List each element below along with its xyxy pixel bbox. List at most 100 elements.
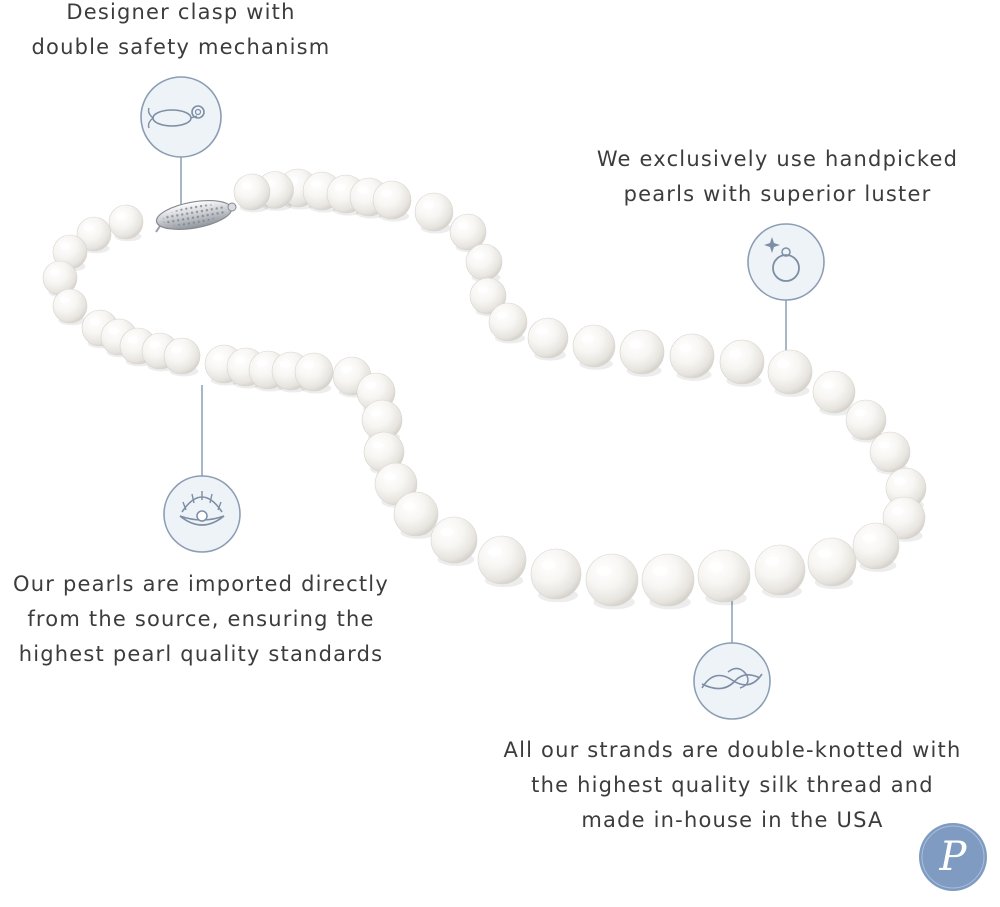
pearl [465, 243, 503, 281]
pearl [488, 302, 528, 342]
strands-caption-line-1: All our strands are double-knotted with [503, 738, 962, 762]
ring-sparkle-icon [747, 223, 825, 301]
pearl [52, 288, 88, 324]
pearl-highlight [212, 353, 224, 361]
strands-caption-line-2: the highest quality silk thread and [531, 773, 934, 797]
pearl-highlight [854, 409, 866, 417]
pearl-highlight [894, 477, 906, 485]
pearl-highlight [340, 365, 352, 373]
pearl [76, 216, 112, 252]
pearl-highlight [496, 311, 508, 319]
brand-logo-letter: P [939, 834, 968, 880]
pearl-highlight [536, 327, 548, 335]
strands-caption-line-3: made in-house in the USA [581, 808, 884, 832]
pearl-highlight [818, 549, 832, 558]
pearl-highlight [60, 296, 70, 304]
pearl [807, 537, 857, 587]
oyster-shell-icon [163, 475, 241, 553]
strands-caption: All our strands are double-knotted with … [480, 733, 985, 838]
pearl-highlight [279, 360, 291, 368]
pearl-highlight [878, 441, 890, 449]
pearl-highlight [596, 566, 612, 576]
pearl-highlight [256, 359, 268, 367]
pearl [294, 352, 334, 392]
filigree-clasp [155, 199, 237, 233]
pearl-highlight [334, 183, 346, 191]
pearl [469, 277, 507, 315]
source-caption-line-3: highest pearl quality standards [18, 642, 384, 666]
pearl-highlight [127, 336, 138, 343]
pearl-highlight [477, 286, 488, 293]
pearl [108, 204, 144, 240]
script-p-logo: P [919, 823, 987, 891]
pearl-highlight [729, 350, 742, 359]
pearl-highlight [581, 334, 594, 343]
pearl-highlight [541, 560, 556, 570]
pearl-highlight [473, 252, 484, 259]
pearl-highlight [372, 441, 384, 449]
clasp-icon [140, 76, 222, 158]
pearl [719, 339, 765, 385]
pearl [449, 213, 487, 251]
pearl [477, 535, 527, 585]
pearl-highlight [440, 527, 454, 537]
source-caption: Our pearls are imported directly from th… [0, 567, 402, 672]
pearl [669, 333, 715, 379]
pearl [697, 549, 751, 603]
pearl-highlight [357, 186, 369, 194]
source-caption-line-1: Our pearls are imported directly [13, 572, 389, 596]
pearl-highlight [171, 346, 182, 353]
pearl-highlight [862, 533, 876, 543]
clasp-caption-line-2: double safety mechanism [31, 35, 331, 59]
silk-knot-icon [693, 642, 771, 720]
pearl-highlight [149, 341, 160, 348]
pearl-highlight [679, 344, 692, 353]
pearl-highlight [50, 268, 60, 276]
pearl-highlight [84, 224, 94, 232]
pearl [754, 544, 806, 596]
pearl-highlight [364, 381, 376, 389]
pearl-highlight [310, 180, 322, 188]
luster-caption-line-2: pearls with superior luster [623, 182, 932, 206]
pearl [845, 399, 887, 441]
pearl [869, 431, 911, 473]
source-caption-line-2: from the source, ensuring the [27, 607, 375, 631]
pearl [163, 337, 201, 375]
pearl [641, 553, 695, 607]
pearl-highlight [89, 318, 100, 325]
pearl-highlight [765, 556, 780, 566]
pearl-highlight [116, 212, 126, 220]
clasp-caption: Designer clasp with double safety mechan… [0, 0, 362, 65]
pearl-highlight [821, 380, 834, 389]
pearl-highlight [891, 506, 904, 515]
pearl-highlight [60, 242, 70, 250]
pearl-highlight [629, 340, 642, 349]
pearl-highlight [302, 361, 314, 369]
pearl-highlight [488, 547, 502, 556]
pearl-highlight [652, 566, 668, 576]
pearl-highlight [403, 502, 416, 511]
pearl-highlight [108, 327, 119, 334]
pearl [530, 548, 582, 600]
luster-caption-line-1: We exclusively use handpicked [596, 147, 959, 171]
pearl [393, 491, 439, 537]
pearl [767, 349, 813, 395]
pearl [527, 317, 569, 359]
pearl [233, 173, 271, 211]
pearl-highlight [383, 472, 396, 481]
pearl [882, 496, 926, 540]
pearl [430, 516, 478, 564]
pearl-highlight [708, 562, 724, 572]
pearl-strand [42, 168, 927, 610]
pearl [852, 522, 900, 570]
pearl-highlight [457, 222, 468, 229]
pearl-highlight [422, 201, 434, 209]
luster-caption: We exclusively use handpicked pearls wit… [580, 142, 975, 212]
pearl-highlight [380, 189, 392, 197]
pearl [414, 192, 454, 232]
pearl-highlight [234, 356, 246, 364]
pearl-highlight [777, 360, 790, 369]
pearl [812, 370, 856, 414]
clasp-caption-line-1: Designer clasp with [66, 0, 296, 24]
